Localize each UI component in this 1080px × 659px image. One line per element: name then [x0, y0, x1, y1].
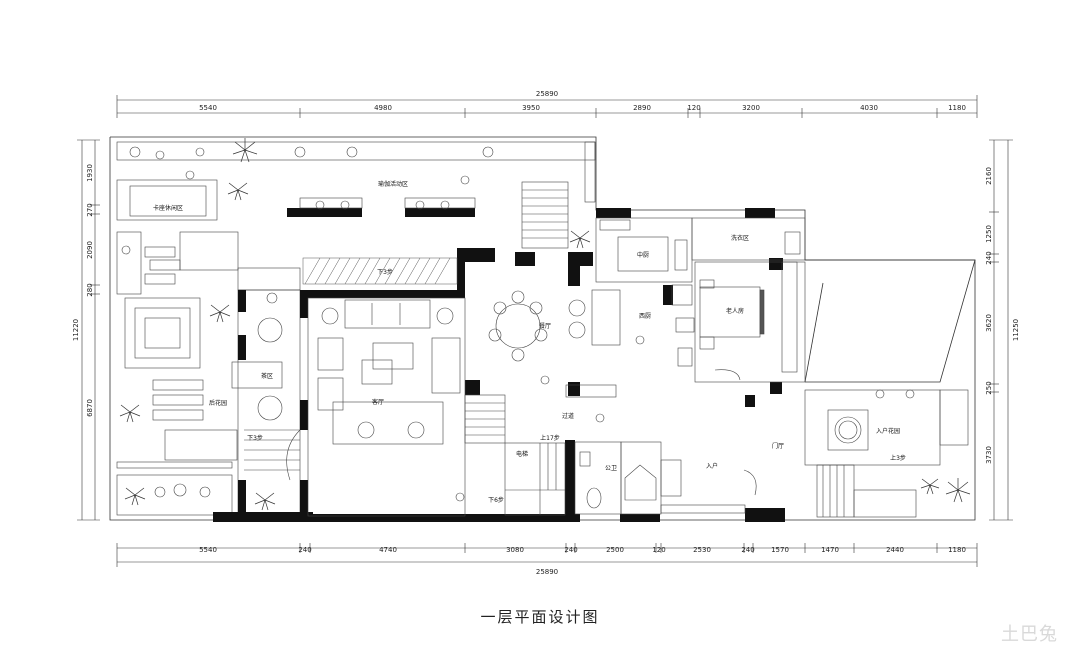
dim-bottom-9: 240	[741, 546, 754, 554]
dim-bottom-5: 240	[564, 546, 577, 554]
dim-total-top: 25890	[536, 90, 558, 98]
kitchen-block	[591, 217, 806, 367]
watermark: 土巴兔	[1001, 624, 1058, 645]
top-dimensions	[116, 95, 978, 118]
dim-right-6: 3730	[985, 446, 993, 464]
dim-right-total: 11250	[1012, 319, 1020, 341]
dim-bottom-8: 2530	[693, 546, 711, 554]
dim-bottom-10: 1570	[771, 546, 789, 554]
dim-bottom-2: 240	[298, 546, 311, 554]
dim-total-bottom: 25890	[536, 568, 558, 576]
note-up-17: 上17步	[540, 434, 560, 442]
wc-entry	[574, 441, 757, 515]
room-yoga: 瑜伽活动区	[378, 180, 408, 188]
room-living: 客厅	[372, 398, 384, 406]
dim-left-1: 1930	[86, 164, 94, 182]
dim-bottom-11: 1470	[821, 546, 839, 554]
plan-title: 一层平面设计图	[480, 608, 600, 626]
room-foyer: 门厅	[772, 442, 784, 450]
dim-left-total: 11220	[72, 319, 80, 341]
room-dining: 餐厅	[539, 322, 551, 330]
dim-top-3: 3950	[522, 104, 540, 112]
dim-bottom-7: 120	[652, 546, 665, 554]
dim-left-4: 280	[86, 283, 94, 296]
note-down-6: 下6步	[488, 496, 504, 504]
tree-icon	[119, 138, 971, 511]
dim-top-2: 4980	[374, 104, 392, 112]
dim-right-1: 2160	[985, 167, 993, 185]
plant-icon	[121, 146, 915, 502]
dim-top-8: 1180	[948, 104, 966, 112]
dim-left-5: 6870	[86, 399, 94, 417]
dim-top-4: 2890	[633, 104, 651, 112]
dim-top-1: 5540	[199, 104, 217, 112]
room-entry-garden: 入户花园	[876, 427, 900, 435]
dim-right-4: 3620	[985, 314, 993, 332]
room-kitchen: 中厨	[637, 251, 649, 259]
structural-walls	[213, 208, 785, 522]
dim-top-7: 4030	[860, 104, 878, 112]
note-up-steps-entry: 上3步	[890, 454, 906, 462]
stair-hatch	[302, 257, 458, 285]
dim-left-2: 270	[86, 203, 94, 216]
dim-top-5: 120	[687, 104, 700, 112]
dim-right-2: 1250	[985, 225, 993, 243]
dim-right-5: 250	[985, 381, 993, 394]
dim-bottom-4: 3080	[506, 546, 524, 554]
room-wc: 公卫	[605, 465, 617, 472]
planter-bars	[287, 197, 476, 217]
room-tea: 茶区	[261, 372, 273, 380]
dim-bottom-12: 2440	[886, 546, 904, 554]
elder-room	[694, 261, 806, 383]
right-dimensions	[989, 139, 1013, 521]
room-elevator: 电梯	[516, 450, 528, 458]
back-garden-furniture	[116, 231, 239, 516]
living-room	[307, 297, 466, 517]
room-card-area: 卡座休闲区	[153, 204, 183, 212]
room-laundry: 洗衣区	[731, 234, 749, 242]
room-corridor: 过道	[562, 412, 574, 420]
room-elder: 老人房	[726, 307, 744, 315]
dim-left-3: 2090	[86, 241, 94, 259]
entry-garden	[804, 389, 969, 518]
dining-room	[488, 290, 617, 398]
top-garden-strip	[116, 141, 596, 249]
dim-bottom-1: 5540	[199, 546, 217, 554]
dim-bottom-6: 2500	[606, 546, 624, 554]
left-dimensions	[77, 139, 100, 521]
room-back-garden: 后花园	[209, 399, 227, 407]
room-entry: 入户	[706, 462, 718, 470]
dim-bottom-13: 1180	[948, 546, 966, 554]
dim-bottom-3: 4740	[379, 546, 397, 554]
note-down-steps-2: 下3步	[377, 268, 393, 276]
note-down-steps-1: 下3步	[247, 434, 263, 442]
room-western-kitchen: 西厨	[639, 313, 651, 320]
corridor	[464, 394, 566, 516]
dim-right-3: 240	[985, 251, 993, 264]
dim-top-6: 3200	[742, 104, 760, 112]
bottom-dimensions	[116, 543, 978, 567]
